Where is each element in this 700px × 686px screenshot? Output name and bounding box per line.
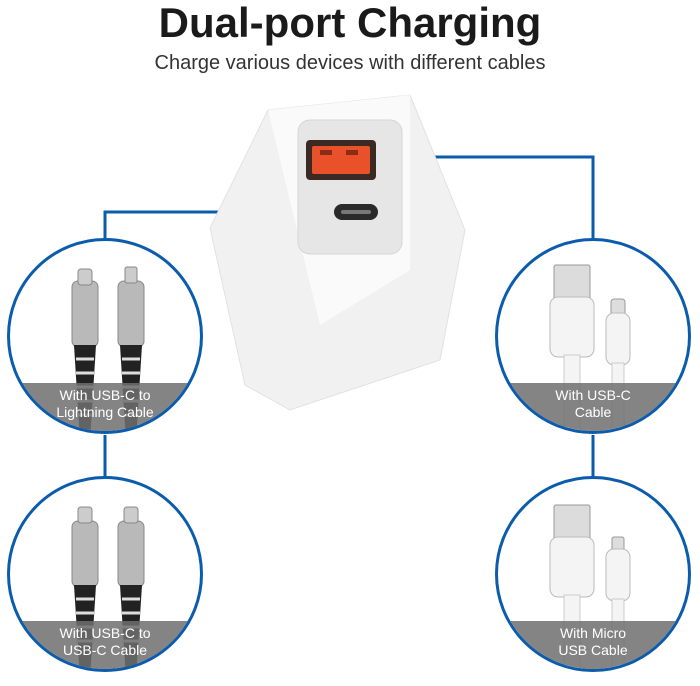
cable-caption-line2: Cable [574,404,612,420]
caption-band [498,383,688,431]
cable-caption: With USB-C to USB-C Cable [10,621,200,659]
cable-caption-line1: With USB-C to [59,625,151,641]
cable-caption-line1: With Micro [559,625,627,641]
cable-caption-line1: With USB-C to [59,387,151,403]
cable-caption-line2: USB-C Cable [62,642,148,658]
cable-caption-line2: Lightning Cable [56,404,154,420]
page-subtitle: Charge various devices with different ca… [154,52,546,74]
cable-caption: With USB-C Cable [498,383,688,421]
cable-caption-line2: USB Cable [558,642,628,658]
cable-option-usbc-lightning: With USB-C to Lightning Cable [7,238,203,434]
cable-caption-line1: With USB-C [555,387,631,403]
cable-option-usbc: With USB-C Cable [495,238,691,434]
caption-band [10,621,200,669]
cable-option-usbc-usbc: With USB-C to USB-C Cable [7,476,203,672]
cable-caption: With USB-C to Lightning Cable [10,383,200,421]
cable-option-micro-usb: With Micro USB Cable [495,476,691,672]
page-title: Dual-port Charging [158,0,542,46]
wall-charger-icon [209,94,466,411]
cable-caption: With Micro USB Cable [498,621,688,659]
caption-band [498,621,688,669]
caption-band [10,383,200,431]
